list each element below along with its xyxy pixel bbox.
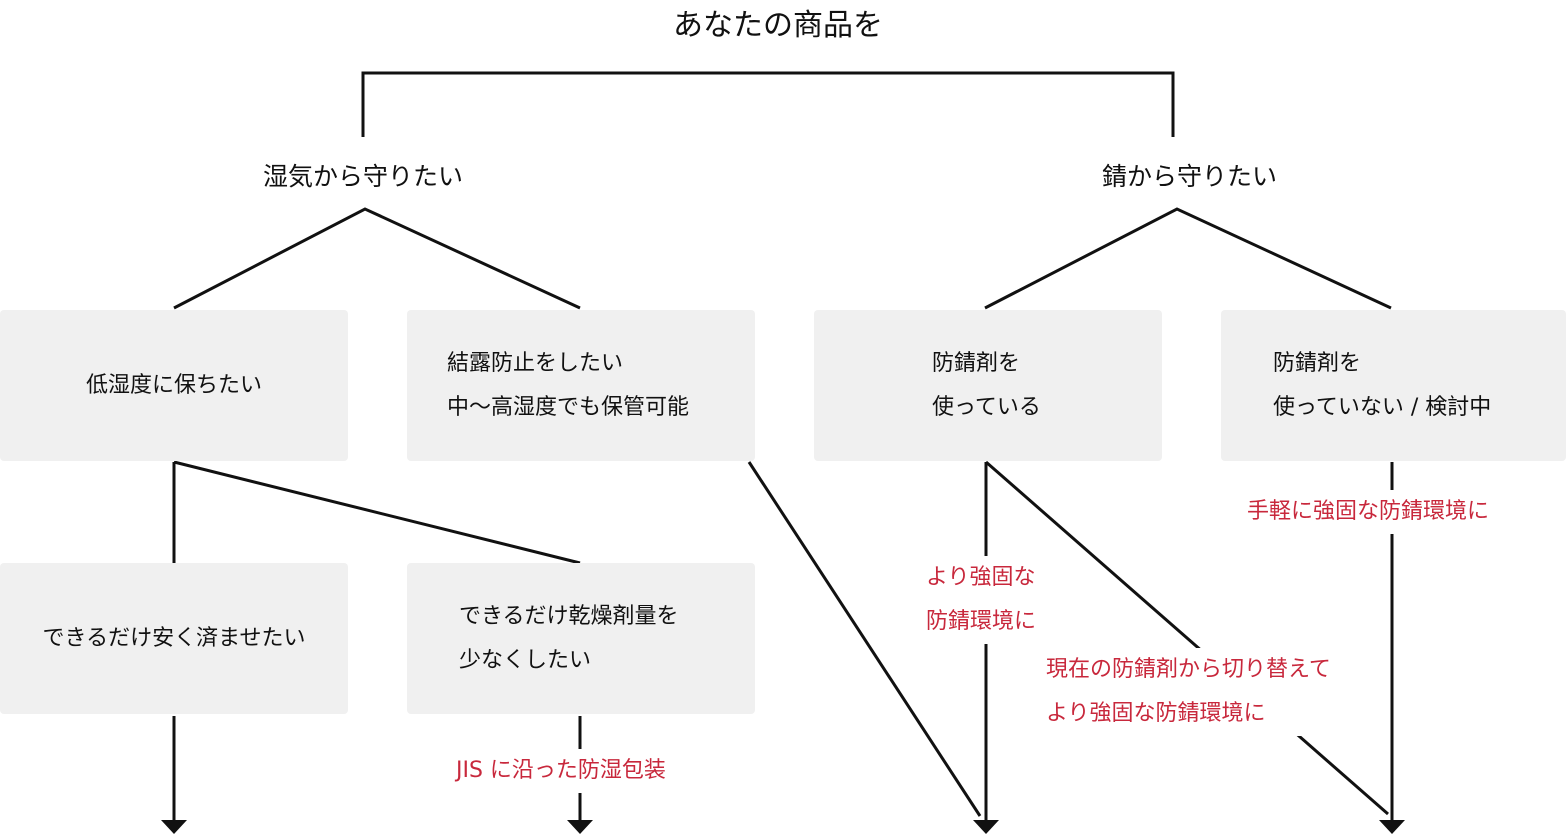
note-stronger-line-2: 防錆環境に <box>926 609 1037 634</box>
arrowhead-using-inhibitor <box>973 820 999 834</box>
arrowhead-cheap <box>161 820 187 834</box>
box-using-inhibitor: 防錆剤を 使っている <box>814 310 1162 461</box>
box-not-using-inhibitor-line-2: 使っていない / 検討中 <box>1273 394 1492 420</box>
box-using-inhibitor-line-2: 使っている <box>932 394 1041 420</box>
box-low-humidity: 低湿度に保ちたい <box>0 310 348 461</box>
diagram-title: あなたの商品を <box>673 8 883 43</box>
note-easy: 手軽に強固な防錆環境に <box>1243 490 1494 534</box>
box-condensation-line-1: 結露防止をしたい <box>447 350 624 376</box>
note-switch-line-2: より強固な防錆環境に <box>1046 701 1266 726</box>
note-stronger: より強固な 防錆環境に <box>922 556 1041 644</box>
note-switch: 現在の防錆剤から切り替えて より強固な防錆環境に <box>1040 648 1337 736</box>
box-cheap-text: できるだけ安く済ませたい <box>42 625 306 651</box>
connector-condensation-diagonal <box>747 461 982 817</box>
note-easy-text: 手軽に強固な防錆環境に <box>1247 499 1490 524</box>
box-low-humidity-text: 低湿度に保ちたい <box>85 372 262 398</box>
box-not-using-inhibitor: 防錆剤を 使っていない / 検討中 <box>1221 310 1566 461</box>
box-cheap: できるだけ安く済ませたい <box>0 563 348 714</box>
note-jis-text: JIS に沿った防湿包装 <box>456 758 666 783</box>
connector-using-inhibitor-diagonal <box>985 460 1389 816</box>
branch-rust: 錆から守りたい <box>1102 162 1278 191</box>
box-not-using-inhibitor-line-1: 防錆剤を <box>1273 350 1362 376</box>
box-less-desiccant-line-2: 少なくしたい <box>459 647 592 673</box>
note-stronger-line-1: より強固な <box>926 565 1036 590</box>
note-switch-line-1: 現在の防錆剤から切り替えて <box>1046 657 1331 682</box>
box-condensation-line-2: 中〜高湿度でも保管可能 <box>447 394 690 420</box>
box-less-desiccant-line-1: できるだけ乾燥剤量を <box>459 603 679 629</box>
arrowhead-less-desiccant <box>567 820 593 834</box>
note-jis: JIS に沿った防湿包装 <box>452 749 670 793</box>
connector-top-bracket <box>361 71 1175 137</box>
branch-moisture: 湿気から守りたい <box>263 162 464 191</box>
box-condensation: 結露防止をしたい 中〜高湿度でも保管可能 <box>407 310 755 461</box>
box-using-inhibitor-line-1: 防錆剤を <box>932 350 1021 376</box>
box-less-desiccant: できるだけ乾燥剤量を 少なくしたい <box>407 563 755 714</box>
connector-moisture-fork <box>173 207 581 310</box>
connector-rust-fork <box>984 207 1392 310</box>
arrowhead-not-using <box>1379 820 1405 834</box>
connector-low-humidity-to-less-desiccant <box>173 460 581 565</box>
